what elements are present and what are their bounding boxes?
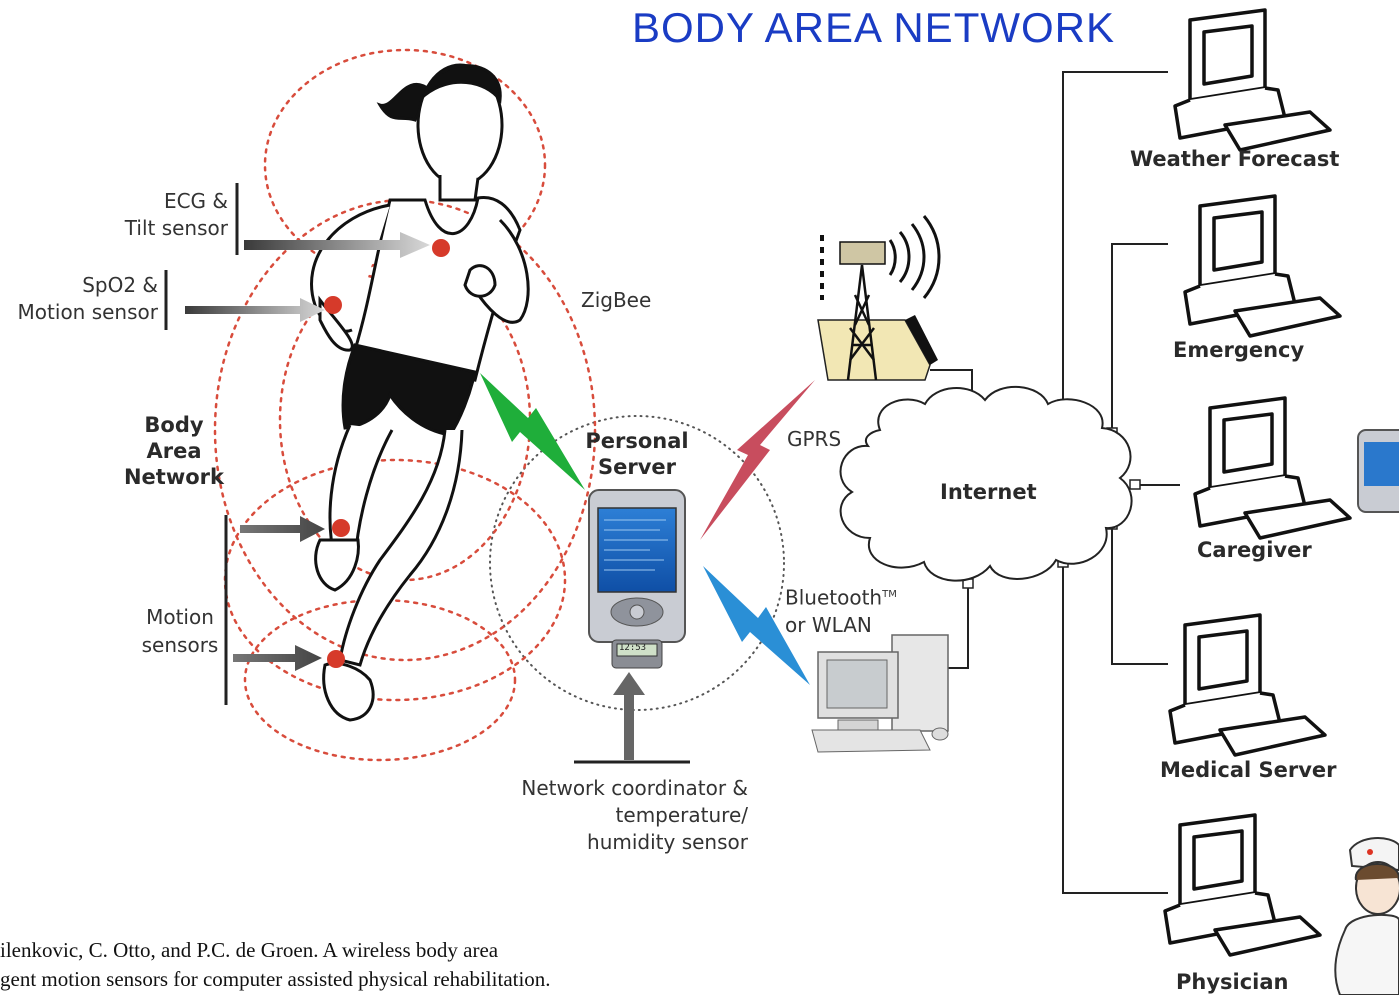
personal-server-line-1: Personal bbox=[585, 429, 689, 453]
weather-forecast-label: Weather Forecast bbox=[1130, 147, 1340, 171]
network-wires bbox=[930, 71, 1180, 894]
ban-label-line-2: Area bbox=[146, 439, 202, 463]
bluetooth-wlan-label: BluetoothTM or WLAN bbox=[785, 581, 897, 639]
coordinator-line-1: Network coordinator & bbox=[521, 776, 748, 800]
gprs-link bbox=[700, 380, 815, 540]
motion-sensors-line-2: sensors bbox=[141, 633, 219, 657]
zigbee-link bbox=[480, 373, 585, 490]
gprs-label: GPRS bbox=[787, 427, 842, 451]
computer-medical-server bbox=[1168, 613, 1327, 757]
medical-server-label: Medical Server bbox=[1160, 758, 1337, 782]
citation-line-1: ilenkovic, C. Otto, and P.C. de Groen. A… bbox=[0, 938, 499, 962]
ecg-label-line: ECG & bbox=[163, 189, 228, 213]
pda-device bbox=[588, 489, 686, 669]
spo2-motion-label: SpO2 & Motion sensor bbox=[0, 272, 158, 326]
ban-label-line-3: Network bbox=[123, 465, 224, 489]
emergency-label: Emergency bbox=[1173, 338, 1305, 362]
citation-line-2: gent motion sensors for computer assiste… bbox=[0, 967, 551, 991]
internet-label: Internet bbox=[940, 480, 1037, 504]
computer-emergency bbox=[1183, 194, 1342, 338]
personal-server-range bbox=[489, 415, 785, 711]
coordinator-label: Network coordinator & temperature/ humid… bbox=[500, 775, 748, 856]
zigbee-label: ZigBee bbox=[581, 288, 652, 312]
bluetooth-text: Bluetooth bbox=[785, 585, 883, 610]
caregiver-label: Caregiver bbox=[1197, 538, 1312, 562]
ecg-tilt-label: ECG & Tilt sensor bbox=[70, 188, 228, 242]
motion-sensors-label: Motion sensors bbox=[118, 603, 242, 659]
computer-physician bbox=[1163, 813, 1322, 957]
spo2-label-line: SpO2 & bbox=[82, 273, 158, 297]
desktop-pc bbox=[811, 634, 949, 753]
motion-sensors-line-1: Motion bbox=[146, 605, 214, 629]
endpoint-computers bbox=[1163, 8, 1352, 957]
coordinator-line-2: temperature/ bbox=[615, 803, 748, 827]
ban-label: Body Area Network bbox=[112, 412, 236, 490]
page-title: BODY AREA NETWORK bbox=[632, 4, 1115, 51]
tilt-label-line: Tilt sensor bbox=[124, 216, 228, 240]
computer-weather bbox=[1173, 8, 1332, 152]
radio-tower bbox=[817, 215, 941, 381]
wlan-label-line: or WLAN bbox=[785, 612, 872, 637]
sensor-arrows bbox=[185, 232, 430, 671]
coordinator-arrow bbox=[613, 672, 645, 760]
trademark-mark: TM bbox=[882, 589, 897, 600]
coordinator-line-3: humidity sensor bbox=[587, 830, 748, 854]
ban-label-line-1: Body bbox=[144, 413, 204, 437]
computer-caregiver bbox=[1193, 396, 1352, 540]
sensor-dots bbox=[324, 239, 450, 668]
internet-cloud bbox=[839, 386, 1133, 582]
coordinator-clock: 12:53 bbox=[619, 643, 647, 653]
motion-sensor-label-line: Motion sensor bbox=[17, 300, 158, 324]
bluetooth-link bbox=[703, 566, 810, 685]
physician-label: Physician bbox=[1176, 970, 1289, 994]
caregiver-handheld bbox=[1357, 429, 1399, 513]
nurse-figure bbox=[1334, 837, 1399, 995]
personal-server-line-2: Server bbox=[597, 455, 676, 479]
personal-server-label: Personal Server bbox=[575, 428, 699, 480]
citation-caption: ilenkovic, C. Otto, and P.C. de Groen. A… bbox=[0, 936, 551, 994]
label-brackets bbox=[164, 183, 239, 705]
bluetooth-label-line: BluetoothTM bbox=[785, 581, 897, 612]
